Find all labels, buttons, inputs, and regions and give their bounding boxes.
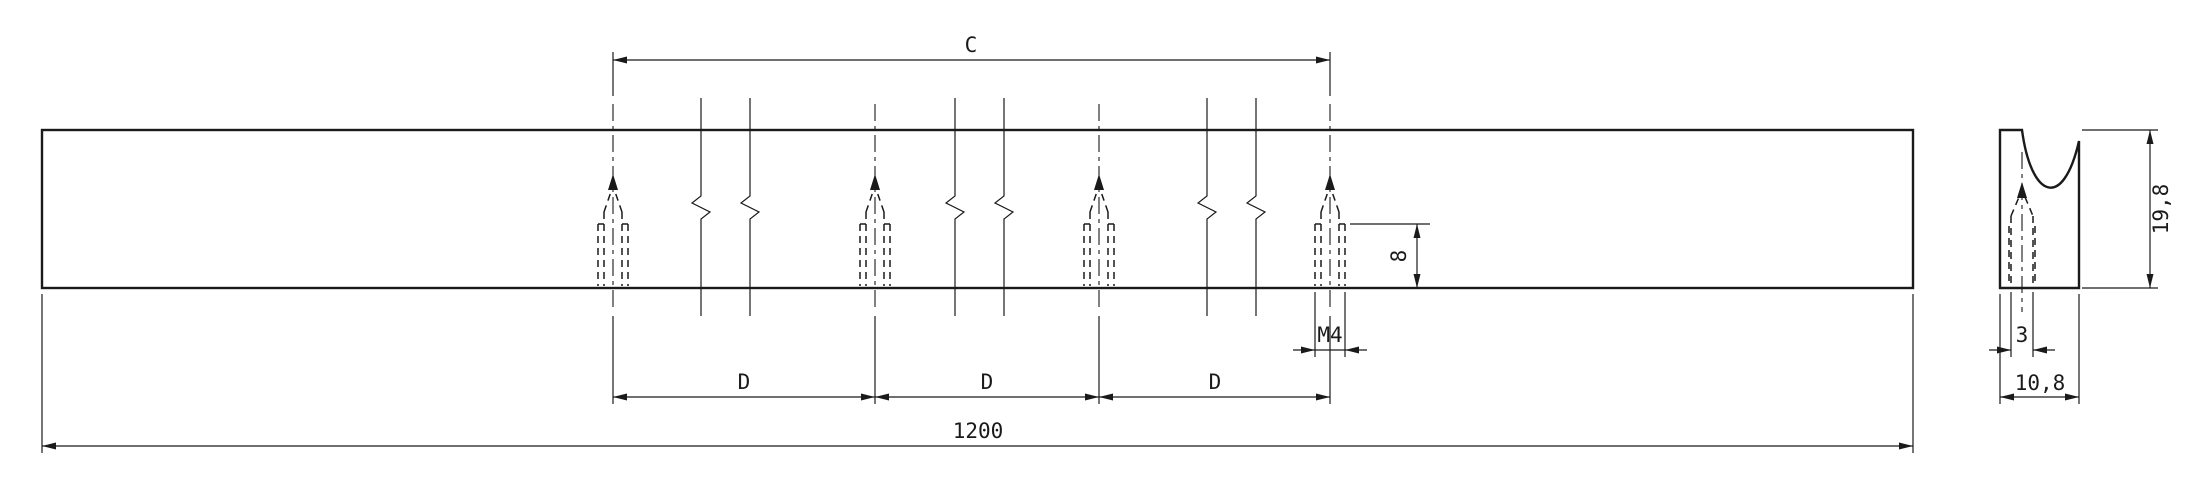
arrow-down [2146,274,2154,288]
front-view [40,97,1915,317]
arrow-right [1085,393,1099,401]
label-profile-width: 10,8 [2015,371,2066,395]
label-d3: D [1209,370,1222,394]
threaded-hole-4 [1314,103,1346,313]
arrow-down [1413,274,1421,288]
label-d2: D [981,370,994,394]
threaded-hole-3 [1083,103,1115,313]
arrow-left [1099,393,1113,401]
arrow-left [613,56,627,64]
arrow-up [1413,224,1421,238]
profile-outline [1998,128,2081,290]
arrow-right [861,393,875,401]
arrow-left [875,393,889,401]
label-thread: M4 [1317,323,1342,347]
arrow-inward-right [1345,346,1359,354]
dim-profile-height: 19,8 [2082,129,2173,289]
side-view [1998,128,2081,312]
bar-outline [40,128,1915,290]
label-d1: D [738,370,751,394]
threaded-hole-1 [597,103,629,313]
label-total-length: 1200 [953,419,1004,443]
arrow-right [2065,393,2079,401]
arrow-inward-right [2033,346,2047,354]
dim-total-length: 1200 [41,294,1914,453]
label-thread-depth: 8 [1387,250,1411,263]
arrow-inward-left [1301,346,1315,354]
arrow-up [2146,130,2154,144]
arrow-right [1316,393,1330,401]
arrow-right [1316,56,1330,64]
threaded-hole-2 [859,103,891,313]
label-c: C [965,33,978,57]
dim-profile-width: 10,8 [1999,294,2080,404]
arrow-right [1899,442,1913,450]
arrow-left [2000,393,2014,401]
dim-thread-depth: 8 [1350,223,1430,288]
arrow-left [613,393,627,401]
dim-d-group: D D D [612,316,1331,404]
slot-drill-cone [2010,188,2034,217]
label-profile-height: 19,8 [2149,184,2173,235]
arrow-left [42,442,56,450]
dim-c: C [612,33,1331,96]
label-slot-width: 3 [2016,323,2029,347]
arrow-inward-left [1997,346,2011,354]
dim-thread: M4 [1293,292,1367,357]
